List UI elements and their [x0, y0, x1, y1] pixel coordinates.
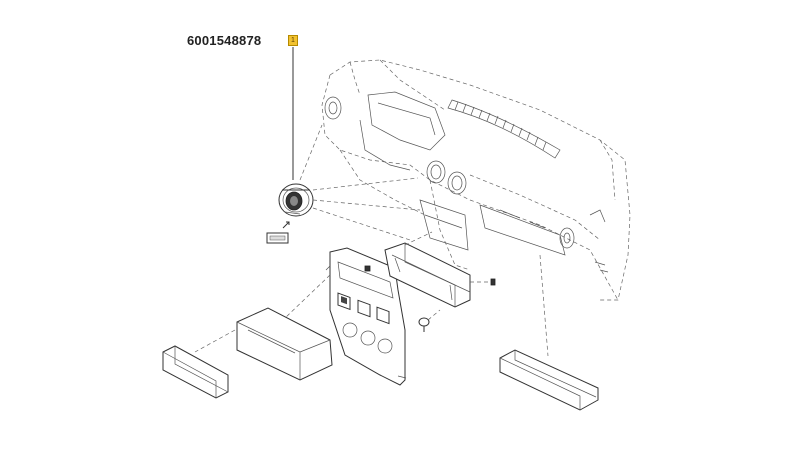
part-number-label: 6001548878: [187, 33, 262, 48]
defroster-slats: [454, 101, 547, 151]
bracket-link-line: [404, 231, 433, 246]
dashboard-outline: [321, 59, 631, 301]
vent-clip-part: [266, 221, 290, 244]
air-vent-part: [278, 183, 314, 217]
callout-marker: 1: [288, 35, 298, 46]
storage-tray-part: [236, 307, 333, 381]
glove-box-tray-part: [499, 349, 599, 411]
trim-cover-part: [162, 345, 229, 399]
bracket-clips: [364, 265, 496, 286]
centre-bezel-part: [325, 247, 407, 386]
projection-lines: [299, 124, 421, 241]
glovebox-link-line: [539, 254, 549, 357]
tray-link-line: [194, 329, 236, 353]
radio-bracket-part: [384, 242, 471, 308]
screw-part: [418, 309, 441, 332]
bezel-link-line: [284, 274, 331, 319]
